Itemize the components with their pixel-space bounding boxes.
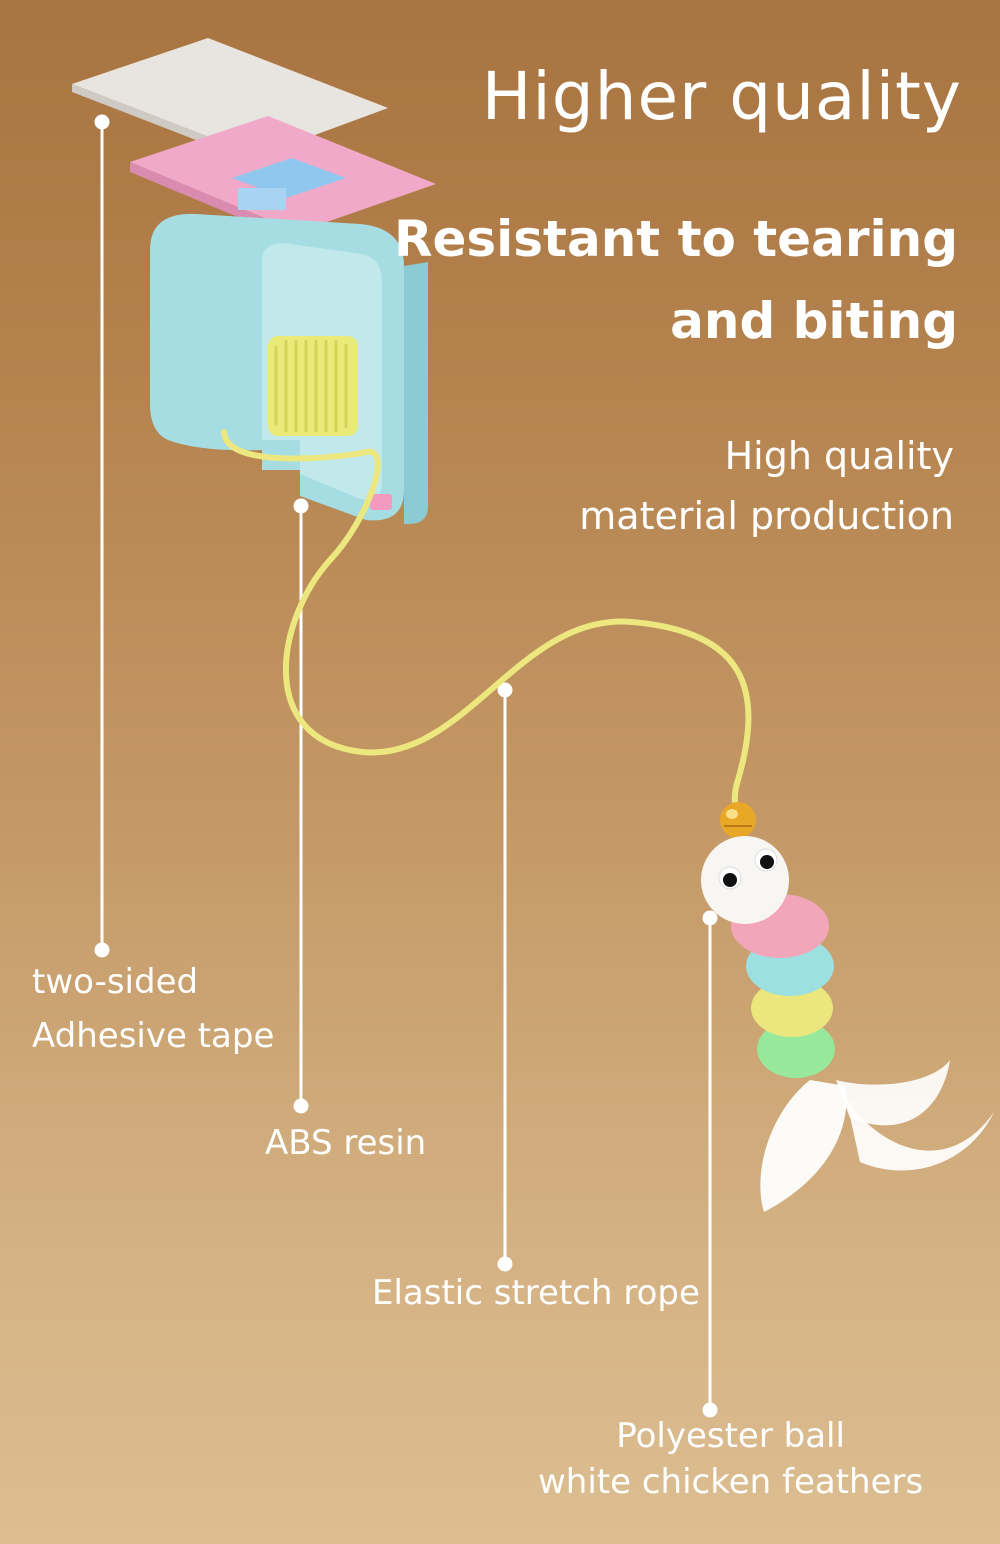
rope-leader-dot-top — [497, 682, 513, 698]
poly-leader-dot-top — [702, 910, 718, 926]
abs-leader-dot-top — [293, 498, 309, 514]
spring-coil — [268, 336, 358, 436]
headline-description-line-1: High quality — [724, 434, 954, 478]
bell-icon — [720, 802, 756, 838]
callout-lines — [94, 114, 718, 1418]
poly-leader-dot-bottom — [702, 1402, 718, 1418]
headline-subtitle-line-2: and biting — [670, 292, 958, 350]
callout-poly-line-1: Polyester ball — [616, 1416, 845, 1456]
tape-leader-dot-top — [94, 114, 110, 130]
tape-leader-dot-bottom — [94, 942, 110, 958]
callout-abs-resin: ABS resin — [265, 1123, 427, 1163]
headline-subtitle-line-1: Resistant to tearing — [393, 210, 958, 268]
elastic-rope — [221, 429, 752, 823]
feather-icon — [760, 1060, 994, 1212]
rope-leader-dot-bottom — [497, 1256, 513, 1272]
headline-subtitle: Resistant to tearing and biting — [394, 198, 958, 362]
callout-tape-line-1: two-sided — [32, 962, 199, 1002]
headline-title: Higher quality — [481, 58, 962, 135]
callout-elastic-rope: Elastic stretch rope — [372, 1273, 700, 1313]
callout-tape-line-2: Adhesive tape — [32, 1016, 275, 1056]
callout-polyester-ball: Polyester ball white chicken feathers — [538, 1413, 923, 1505]
caterpillar-toy — [701, 836, 835, 1078]
mount-plate — [130, 116, 436, 242]
headline-description: High quality material production — [579, 426, 954, 546]
headline-description-line-2: material production — [579, 494, 954, 538]
abs-leader-dot-bottom — [293, 1098, 309, 1114]
callout-poly-line-2: white chicken feathers — [538, 1462, 924, 1502]
callout-adhesive-tape: two-sided Adhesive tape — [32, 955, 274, 1063]
